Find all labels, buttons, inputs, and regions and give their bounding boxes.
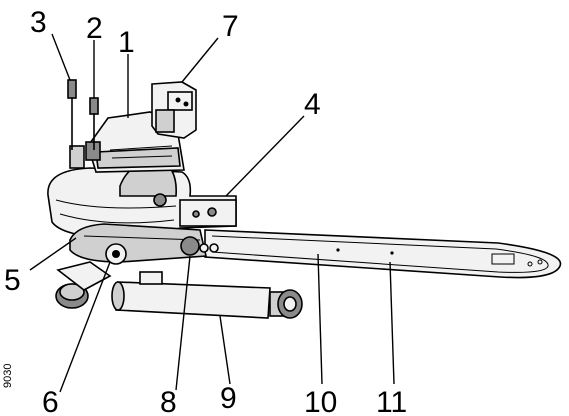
callout-1: 1 — [118, 26, 135, 59]
callout-6: 6 — [42, 386, 59, 416]
foot-swivel — [55, 261, 112, 309]
callout-5: 5 — [4, 264, 21, 297]
feed-cylinder — [111, 271, 303, 319]
callout-11: 11 — [376, 386, 407, 416]
valve-block — [151, 81, 197, 139]
guide-bar — [204, 229, 562, 279]
callout-10: 10 — [304, 386, 337, 416]
callout-3: 3 — [30, 6, 47, 39]
leader-lines — [29, 33, 395, 393]
callout-4: 4 — [304, 88, 321, 121]
callout-2: 2 — [86, 12, 103, 45]
drive-sprocket — [69, 223, 219, 265]
callout-9: 9 — [220, 382, 237, 415]
callout-8: 8 — [160, 386, 177, 416]
callout-labels: 3 2 1 7 4 5 6 8 9 10 11 — [4, 6, 407, 416]
hose-3 — [67, 79, 77, 150]
figure-code: 9030 — [2, 364, 14, 388]
main-housing — [47, 159, 237, 240]
callout-7: 7 — [222, 10, 239, 43]
